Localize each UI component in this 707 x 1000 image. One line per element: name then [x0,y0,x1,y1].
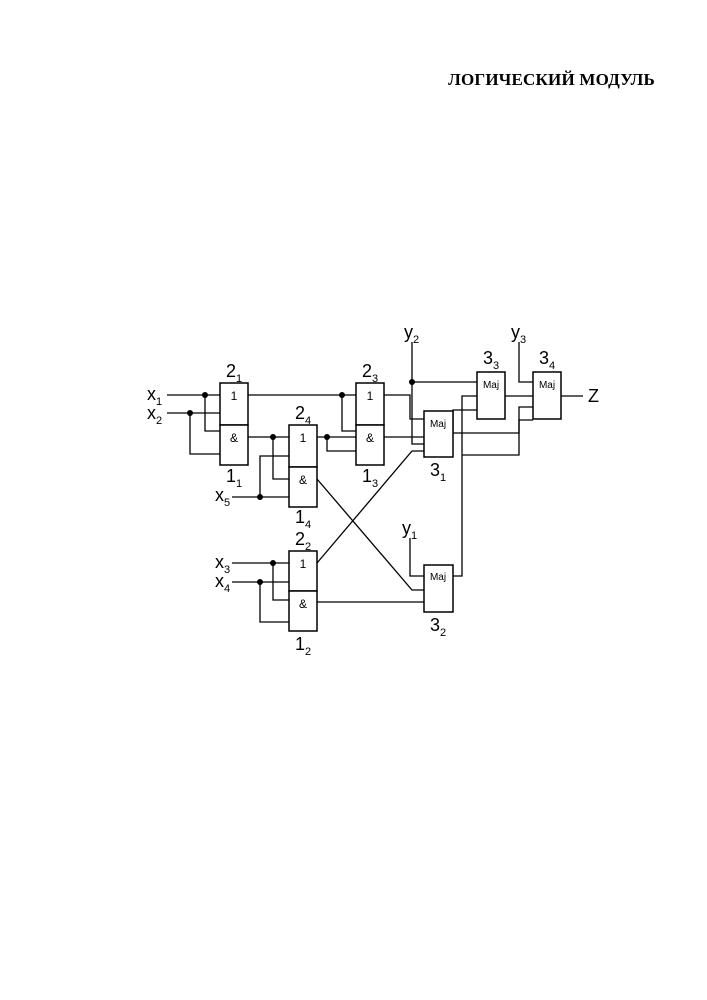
label-2-2: 22 [295,529,311,553]
input-x5-label: x5 [215,485,230,509]
label-3-4: 34 [539,348,555,372]
maj-symbol: Maj [483,380,499,391]
and-gate-symbol: & [230,431,238,445]
maj-gate-3-4: Maj [533,372,561,419]
label-2-3: 23 [362,361,378,385]
maj-symbol: Maj [430,572,446,583]
label-1-2: 12 [295,634,311,658]
and-gate-symbol: & [299,597,307,611]
or-gate-symbol: 1 [367,389,374,403]
label-3-2: 32 [430,615,446,639]
label-2-4: 24 [295,403,311,427]
or-gate-symbol: 1 [231,389,238,403]
maj-symbol: Maj [430,419,446,430]
label-1-4: 14 [295,507,311,531]
maj-gate-3-2: Maj [424,565,453,612]
block-or-2-and-2: 1 & [289,551,317,631]
maj-symbol: Maj [539,380,555,391]
and-gate-symbol: & [299,473,307,487]
or-gate-symbol: 1 [300,557,307,571]
maj-gate-3-3: Maj [477,372,505,419]
output-z-label: Z [588,386,599,406]
label-3-3: 33 [483,348,499,372]
block-or-1-and-1: 1 & [220,383,248,465]
block-or-3-and-3: 1 & [356,383,384,465]
block-or-4-and-4: 1 & [289,425,317,507]
and-gate-symbol: & [366,431,374,445]
label-1-1: 11 [226,466,242,490]
label-1-3: 13 [362,466,378,490]
label-2-1: 21 [226,361,242,385]
label-3-1: 31 [430,460,446,484]
or-gate-symbol: 1 [300,431,307,445]
maj-gate-3-1: Maj [424,411,453,457]
